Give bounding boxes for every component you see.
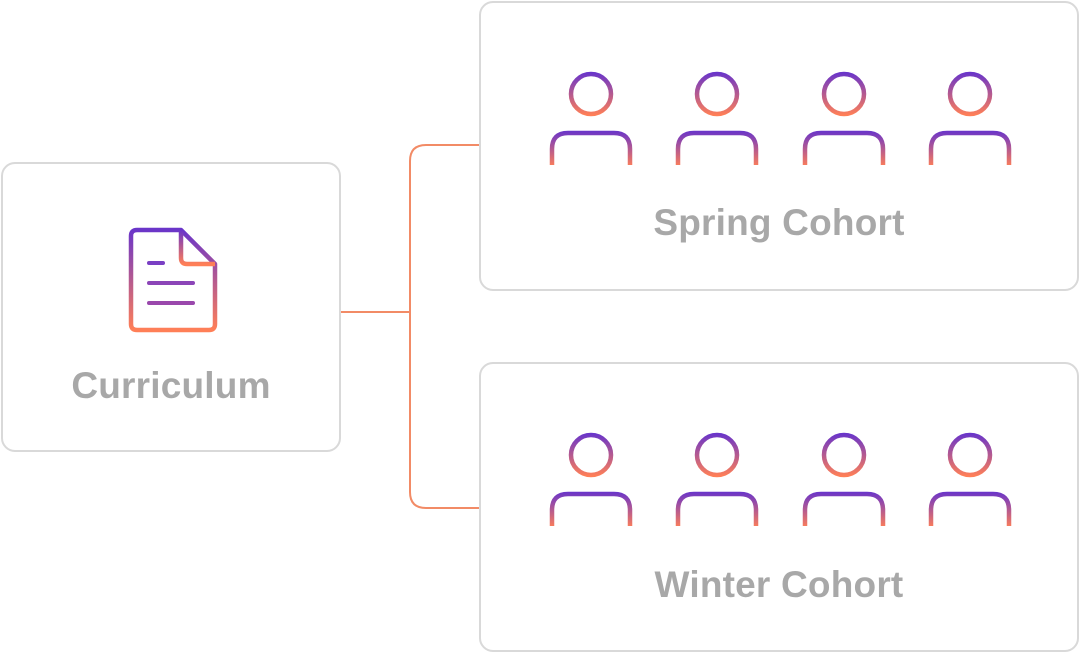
document-icon xyxy=(128,227,218,333)
winter-cohort-card: Winter Cohort xyxy=(479,362,1079,652)
curriculum-label: Curriculum xyxy=(71,365,271,406)
spring-cohort-people xyxy=(481,3,1080,293)
person-icon xyxy=(928,432,1012,526)
curriculum-card: Curriculum xyxy=(1,162,341,452)
spring-cohort-card: Spring Cohort xyxy=(479,1,1079,291)
person-icon xyxy=(802,71,886,165)
person-icon xyxy=(549,71,633,165)
connector-branch-winter xyxy=(409,312,479,509)
connector-branch-spring xyxy=(409,144,479,312)
person-icon xyxy=(675,432,759,526)
spring-cohort-label: Spring Cohort xyxy=(653,202,905,243)
person-icon xyxy=(928,71,1012,165)
winter-cohort-label: Winter Cohort xyxy=(654,564,904,605)
person-icon xyxy=(675,71,759,165)
person-icon xyxy=(802,432,886,526)
person-icon xyxy=(549,432,633,526)
winter-cohort-people xyxy=(481,364,1080,654)
